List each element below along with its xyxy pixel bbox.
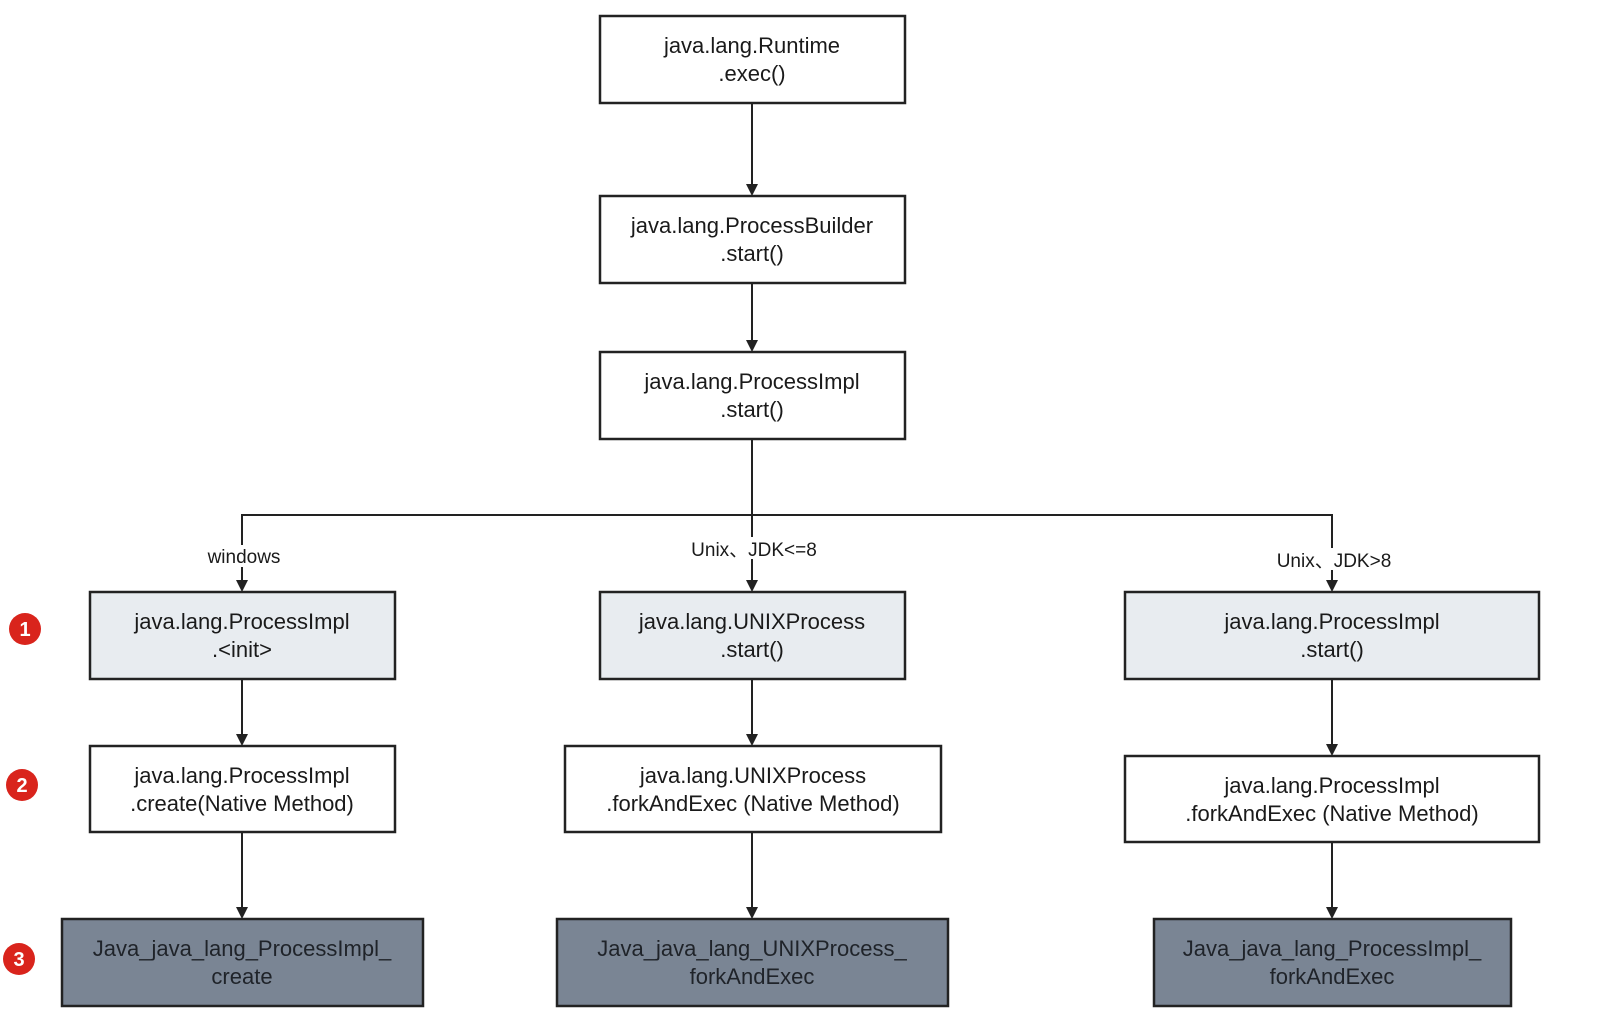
node-unix8-native-forkandexec: Java_java_lang_UNIXProcess_ forkAndExec bbox=[555, 917, 950, 1008]
node-line-2: .start() bbox=[1300, 637, 1364, 662]
node-line-2: .create(Native Method) bbox=[130, 791, 354, 816]
node-line-2: create bbox=[211, 964, 272, 989]
node-unix9-native-forkandexec: Java_java_lang_ProcessImpl_ forkAndExec bbox=[1152, 917, 1513, 1008]
node-unix8-unixprocess-forkandexec: java.lang.UNIXProcess .forkAndExec (Nati… bbox=[563, 744, 943, 834]
node-line-1: java.lang.UNIXProcess bbox=[638, 609, 865, 634]
node-processimpl-start: java.lang.ProcessImpl .start() bbox=[598, 350, 907, 441]
node-line-2: .<init> bbox=[212, 637, 272, 662]
node-line-2: .forkAndExec (Native Method) bbox=[606, 791, 899, 816]
node-line-1: Java_java_lang_ProcessImpl_ bbox=[1183, 936, 1482, 961]
node-unix9-processimpl-forkandexec: java.lang.ProcessImpl .forkAndExec (Nati… bbox=[1123, 754, 1541, 844]
node-line-2: .start() bbox=[720, 637, 784, 662]
node-line-2: .start() bbox=[720, 241, 784, 266]
branch-labels: windows Unix、JDK<=8 Unix、JDK>8 bbox=[195, 537, 1399, 572]
node-processbuilder-start: java.lang.ProcessBuilder .start() bbox=[598, 194, 907, 285]
node-line-2: forkAndExec bbox=[1270, 964, 1395, 989]
node-line-1: Java_java_lang_UNIXProcess_ bbox=[597, 936, 907, 961]
node-runtime-exec: java.lang.Runtime .exec() bbox=[598, 14, 907, 105]
branch-label-windows: windows bbox=[207, 547, 281, 568]
node-line-1: java.lang.ProcessImpl bbox=[133, 609, 349, 634]
node-win-native-create: Java_java_lang_ProcessImpl_ create bbox=[60, 917, 425, 1008]
node-line-1: Java_java_lang_ProcessImpl_ bbox=[93, 936, 392, 961]
node-line-2: .forkAndExec (Native Method) bbox=[1185, 801, 1478, 826]
node-line-2: .exec() bbox=[718, 61, 785, 86]
branch-label-unix-le8: Unix、JDK<=8 bbox=[691, 540, 817, 561]
step-badge-label: 3 bbox=[13, 949, 24, 971]
node-line-1: java.lang.ProcessImpl bbox=[1223, 609, 1439, 634]
node-line-1: java.lang.ProcessImpl bbox=[643, 369, 859, 394]
step-badge-2: 2 bbox=[6, 769, 38, 801]
step-badge-3: 3 bbox=[3, 943, 35, 975]
node-line-1: java.lang.ProcessImpl bbox=[133, 763, 349, 788]
node-line-1: java.lang.ProcessImpl bbox=[1223, 773, 1439, 798]
node-line-1: java.lang.Runtime bbox=[663, 33, 840, 58]
node-line-1: java.lang.ProcessBuilder bbox=[630, 213, 873, 238]
branch-label-unix-gt8: Unix、JDK>8 bbox=[1277, 551, 1392, 572]
node-line-1: java.lang.UNIXProcess bbox=[639, 763, 866, 788]
node-unix9-processimpl-start: java.lang.ProcessImpl .start() bbox=[1123, 590, 1541, 681]
node-win-processimpl-init: java.lang.ProcessImpl .<init> bbox=[88, 590, 397, 681]
node-win-processimpl-create: java.lang.ProcessImpl .create(Native Met… bbox=[88, 744, 397, 834]
node-unix8-unixprocess-start: java.lang.UNIXProcess .start() bbox=[598, 590, 907, 681]
step-badge-label: 2 bbox=[16, 775, 27, 797]
step-badge-label: 1 bbox=[19, 619, 30, 641]
node-line-2: forkAndExec bbox=[690, 964, 815, 989]
node-line-2: .start() bbox=[720, 397, 784, 422]
step-badge-1: 1 bbox=[9, 613, 41, 645]
